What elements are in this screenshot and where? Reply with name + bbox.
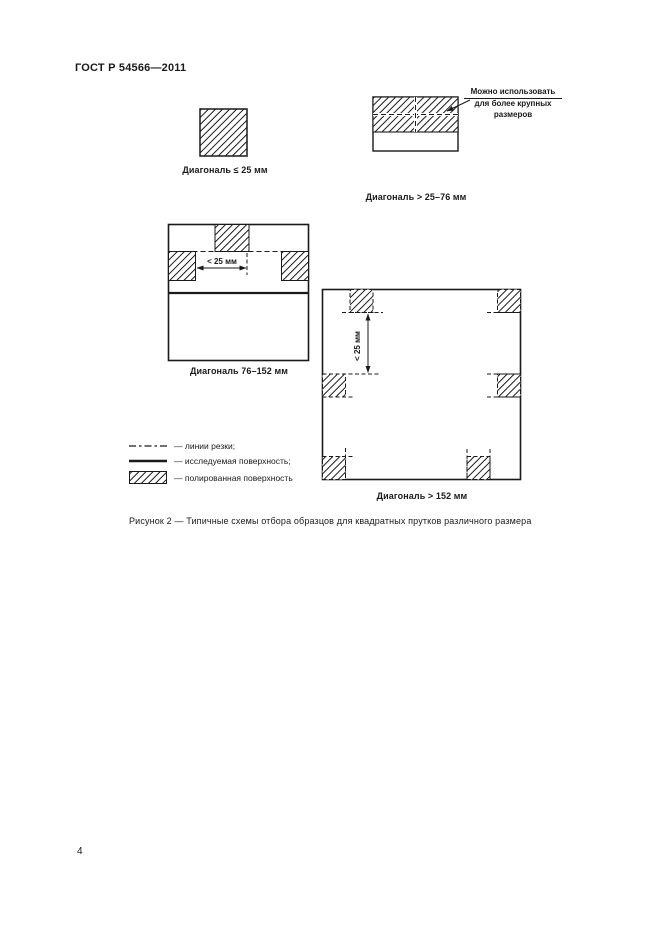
diagram-diagonal-le-25 xyxy=(199,108,248,157)
page-number: 4 xyxy=(77,846,83,857)
polished-surface-region xyxy=(214,224,250,252)
legend-label-polished-surface: — полированная поверхность xyxy=(174,472,293,483)
note-larger-sizes: Можно использовать для более крупных раз… xyxy=(464,87,562,120)
diagram-diagonal-76-152: < 25 мм xyxy=(167,223,310,362)
note-line1: Можно использовать xyxy=(464,87,562,100)
polished-surface-region xyxy=(322,456,346,480)
figure-legend: — линии резки; — исследуемая поверхность… xyxy=(129,441,293,489)
polished-surface-region xyxy=(497,289,521,313)
note-leader-arrow xyxy=(446,99,471,112)
dimension-label: < 25 мм xyxy=(353,331,362,361)
polished-surface-region xyxy=(199,108,248,157)
label-diagram-xlarge: Диагональ > 152 мм xyxy=(376,491,468,501)
legend-item-cut-lines: — линии резки; xyxy=(129,441,293,451)
figure-caption: Рисунок 2 — Типичные схемы отбора образц… xyxy=(129,516,532,526)
polished-surface-region xyxy=(322,373,346,398)
bar-cross-section xyxy=(321,288,522,481)
note-line3: размеров xyxy=(493,109,533,119)
legend-item-polished-surface: — полированная поверхность xyxy=(129,471,293,484)
label-diagram-large: Диагональ 76–152 мм xyxy=(189,366,289,376)
polished-surface-symbol xyxy=(129,471,167,484)
label-diagram-small: Диагональ ≤ 25 мм xyxy=(182,165,268,175)
diagram-diagonal-25-76 xyxy=(372,96,459,152)
bar-cross-section xyxy=(167,223,310,362)
legend-label-investigated-surface: — исследуемая поверхность; xyxy=(174,456,291,466)
dimension-label: < 25 мм xyxy=(207,257,237,266)
polished-surface-region xyxy=(497,373,521,398)
polished-surface-region xyxy=(466,456,491,480)
diagram-diagonal-gt-152: < 25 мм xyxy=(321,288,522,481)
legend-label-cut-lines: — линии резки; xyxy=(174,441,236,451)
note-line2: для более крупных xyxy=(474,99,552,109)
legend-item-investigated-surface: — исследуемая поверхность; xyxy=(129,456,293,466)
cut-line-symbol xyxy=(129,445,167,447)
polished-surface-region xyxy=(281,251,309,281)
document-header: ГОСТ Р 54566—2011 xyxy=(75,62,187,74)
polished-surface-region xyxy=(349,289,374,313)
bar-cross-section xyxy=(372,96,459,152)
investigated-surface-symbol xyxy=(129,459,167,463)
label-diagram-medium: Диагональ > 25–76 мм xyxy=(365,192,467,202)
polished-surface-region xyxy=(168,251,196,281)
